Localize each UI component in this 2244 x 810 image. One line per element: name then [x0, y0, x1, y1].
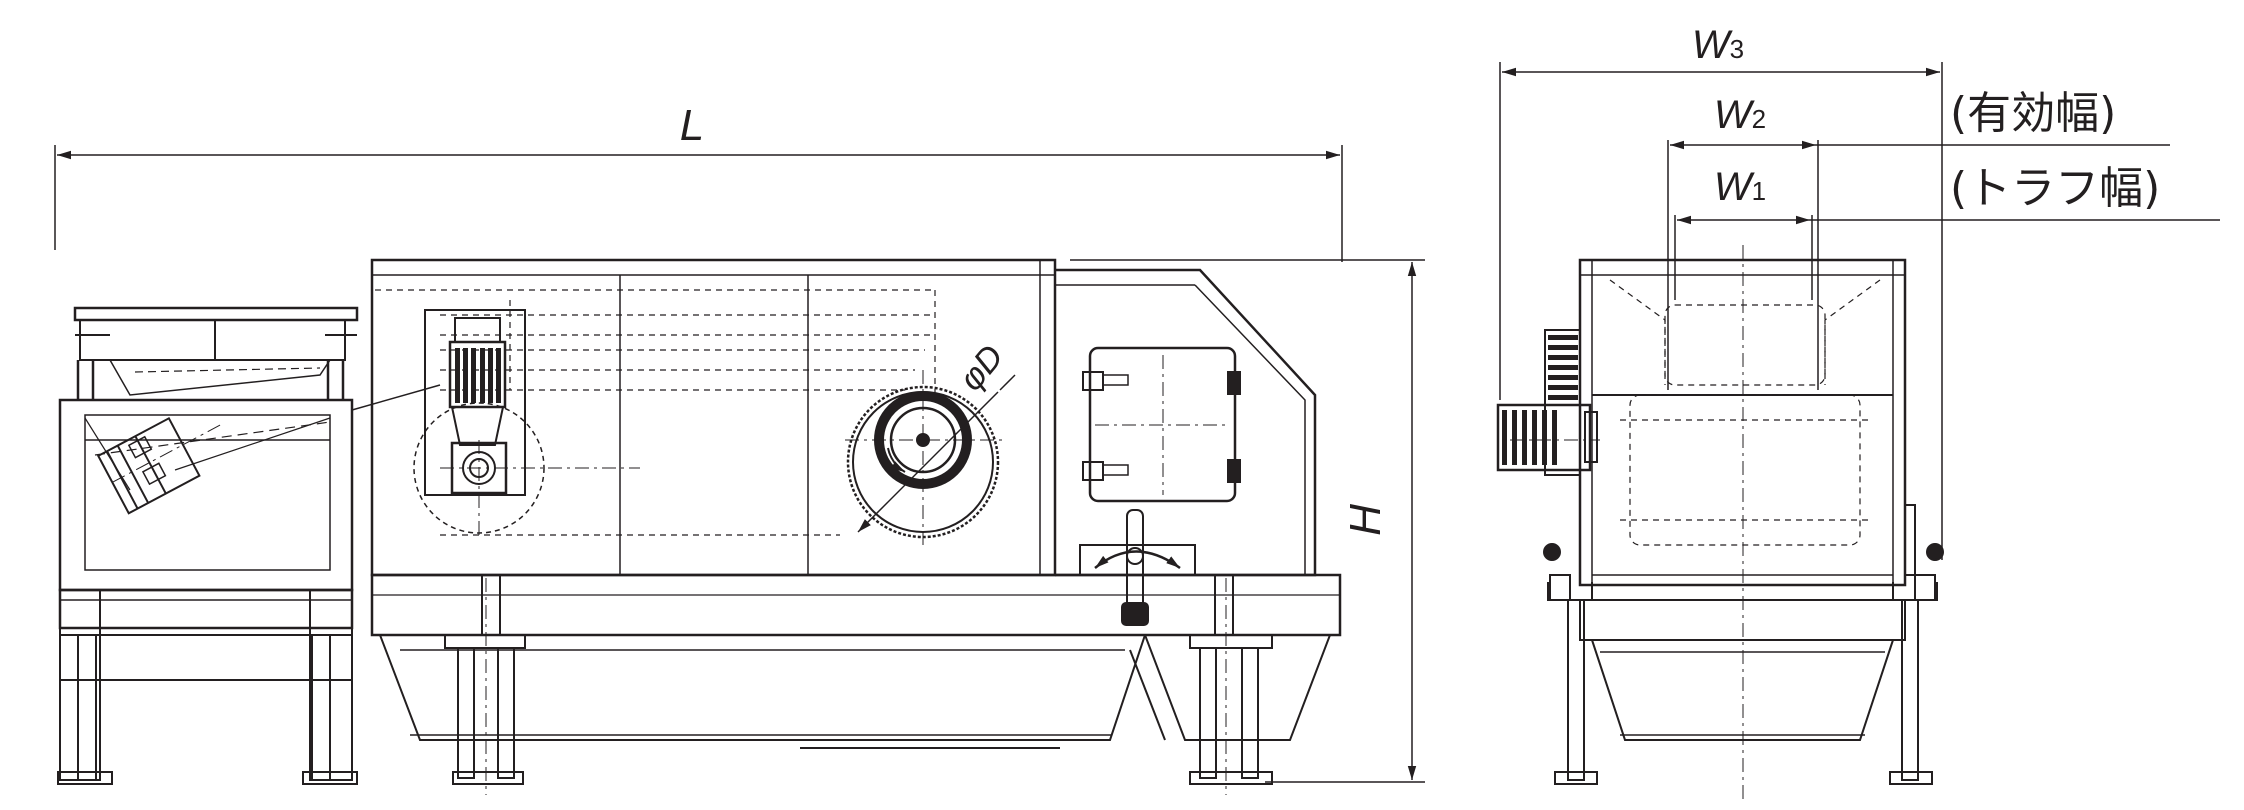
- drive-motor: [413, 309, 640, 540]
- trough-width-note: (トラフ幅): [1950, 163, 2160, 214]
- side-view: [54, 145, 1425, 795]
- separator-body: [370, 258, 1317, 626]
- feeder-unit: [57, 306, 441, 785]
- magnetic-drum: [845, 370, 1016, 545]
- length-label: L: [680, 101, 704, 150]
- end-base: [1554, 599, 1933, 785]
- base-frame: [370, 573, 1342, 795]
- end-motor: [1496, 329, 1598, 476]
- w2-label: W2: [1714, 93, 1766, 137]
- end-view: [1496, 62, 2220, 800]
- w1-label: W1: [1714, 165, 1766, 209]
- height-label: H: [1341, 504, 1390, 536]
- diameter-label: φD: [952, 338, 1011, 398]
- end-housing: [1510, 245, 1944, 800]
- height-dimension: [1070, 259, 1425, 783]
- width-dimensions: [1499, 62, 2220, 560]
- length-dimension: [54, 145, 1343, 262]
- effective-width-note: (有効幅): [1950, 88, 2116, 139]
- w3-label: W3: [1692, 23, 1744, 67]
